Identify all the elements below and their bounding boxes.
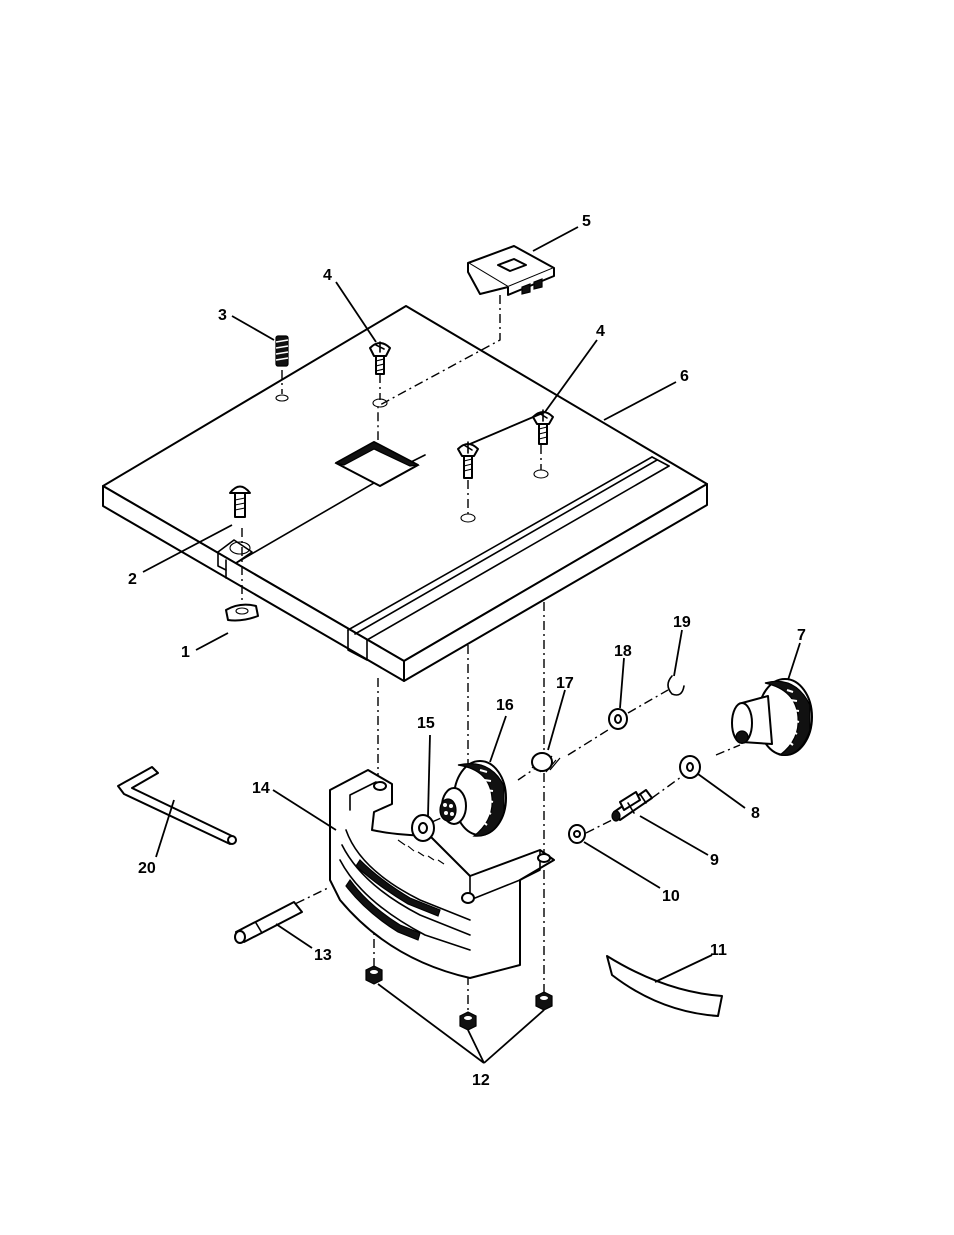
callout-17: 17 bbox=[556, 675, 574, 692]
part-19-retaining-ring bbox=[668, 676, 684, 695]
callout-4a: 4 bbox=[323, 267, 332, 284]
callout-1: 1 bbox=[181, 644, 190, 661]
callout-10: 10 bbox=[662, 888, 680, 905]
part-3-set-screw bbox=[276, 336, 288, 366]
part-13-pivot-pin bbox=[235, 902, 302, 943]
callout-15: 15 bbox=[417, 715, 435, 732]
part-15-washer bbox=[412, 815, 434, 841]
callout-2: 2 bbox=[128, 571, 137, 588]
part-5-insert-plate bbox=[468, 246, 554, 295]
part-1-lock-nut bbox=[226, 605, 258, 621]
part-12-nut-b bbox=[460, 1012, 476, 1030]
callout-13: 13 bbox=[314, 947, 332, 964]
part-8-washer bbox=[680, 756, 700, 778]
part-18-washer bbox=[609, 709, 627, 729]
part-9-shaft bbox=[612, 790, 652, 821]
callout-7: 7 bbox=[797, 627, 806, 644]
callout-18: 18 bbox=[614, 643, 632, 660]
part-7-bevel-knob bbox=[732, 679, 812, 755]
callout-14: 14 bbox=[252, 780, 270, 797]
part-11-scale-label bbox=[607, 956, 722, 1016]
callout-16: 16 bbox=[496, 697, 514, 714]
part-20-hex-wrench bbox=[118, 767, 236, 844]
callout-3: 3 bbox=[218, 307, 227, 324]
table-top bbox=[103, 306, 707, 681]
callout-6: 6 bbox=[680, 368, 689, 385]
callout-20: 20 bbox=[138, 860, 156, 877]
part-16-height-knob bbox=[440, 761, 506, 836]
callout-5: 5 bbox=[582, 213, 591, 230]
part-17-spring bbox=[532, 753, 560, 772]
callout-12: 12 bbox=[472, 1072, 490, 1089]
part-12-nut-a bbox=[366, 966, 382, 984]
callout-11: 11 bbox=[710, 942, 727, 959]
callout-9: 9 bbox=[710, 852, 719, 869]
callout-8: 8 bbox=[751, 805, 760, 822]
part-10-washer bbox=[569, 825, 585, 843]
callout-19: 19 bbox=[673, 614, 691, 631]
part-12-nut-c bbox=[536, 992, 552, 1010]
callout-4b: 4 bbox=[596, 323, 605, 340]
